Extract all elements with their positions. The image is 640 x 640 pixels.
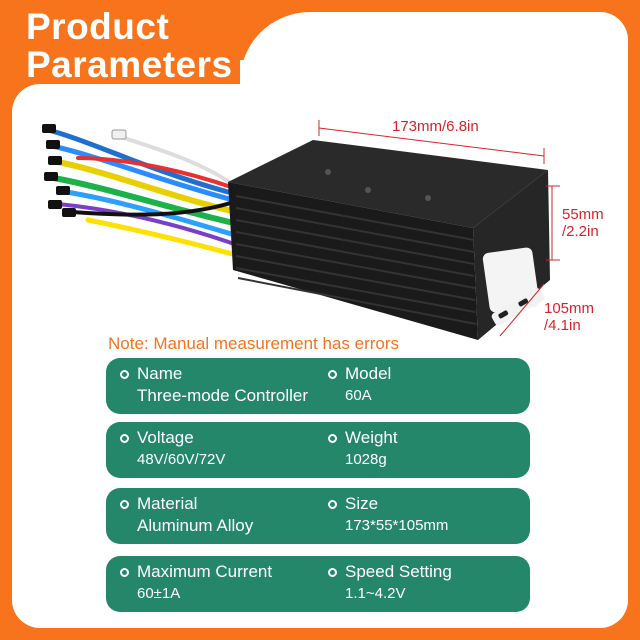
bullet-icon [328,499,337,509]
spec-speed-setting: Speed Setting 1.1~4.2V [328,562,452,604]
spec-value: 1028g [345,451,387,468]
controller-housing [228,140,550,340]
dimension-height-in: /2.2in [562,223,599,240]
spec-name: Name Three-mode Controller [120,364,308,406]
spec-size: Size 173*55*105mm [328,494,448,536]
spec-card-material-size: Material Aluminum Alloy Size 173*55*105m… [106,488,530,544]
title-line-2: Parameters [26,44,233,85]
spec-label: Maximum Current [137,562,273,581]
panel-tab [240,12,628,132]
spec-model: Model 60A [328,364,391,406]
spec-label: Voltage [137,428,194,447]
measurement-note: Note: Manual measurement has errors [108,334,400,353]
page-title: Product Parameters [26,8,233,84]
spec-maximum-current: Maximum Current 60±1A [120,562,272,604]
spec-card-voltage-weight: Voltage 48V/60V/72V Weight 1028g [106,422,530,478]
spec-value: 60A [345,387,372,404]
dimension-height: 55mm /2.2in [562,206,604,240]
dimension-width: 105mm /4.1in [544,300,594,334]
spec-value: 60±1A [137,585,181,602]
spec-value: 173*55*105mm [345,517,449,534]
bullet-icon [120,499,129,509]
spec-material: Material Aluminum Alloy [120,494,253,536]
spec-label: Weight [345,428,398,447]
connectors [42,124,127,217]
spec-label: Speed Setting [345,562,452,581]
dimension-width-in: /4.1in [544,317,581,334]
spec-card-name-model: Name Three-mode Controller Model 60A [106,358,530,414]
controller-image [42,120,560,340]
spec-label: Size [345,494,379,513]
cable-bundle [45,127,243,259]
bullet-icon [120,433,129,443]
spec-value: Three-mode Controller [137,386,309,405]
bullet-icon [120,567,129,577]
spec-label: Material [137,494,198,513]
dimension-length: 173mm/6.8in [392,118,479,135]
spec-value: 48V/60V/72V [137,451,226,468]
bullet-icon [328,369,337,379]
spec-card-current-speed: Maximum Current 60±1A Speed Setting 1.1~… [106,556,530,612]
dimension-lines [318,120,560,337]
dimension-height-mm: 55mm [562,206,604,223]
spec-label: Model [345,364,392,383]
spec-label: Name [137,364,183,383]
spec-voltage: Voltage 48V/60V/72V [120,428,225,470]
spec-value: Aluminum Alloy [137,516,254,535]
spec-weight: Weight 1028g [328,428,398,470]
title-line-1: Product [26,6,170,47]
dimension-width-mm: 105mm [544,300,595,317]
bullet-icon [328,433,337,443]
bullet-icon [120,369,129,379]
spec-value: 1.1~4.2V [345,585,406,602]
bullet-icon [328,567,337,577]
